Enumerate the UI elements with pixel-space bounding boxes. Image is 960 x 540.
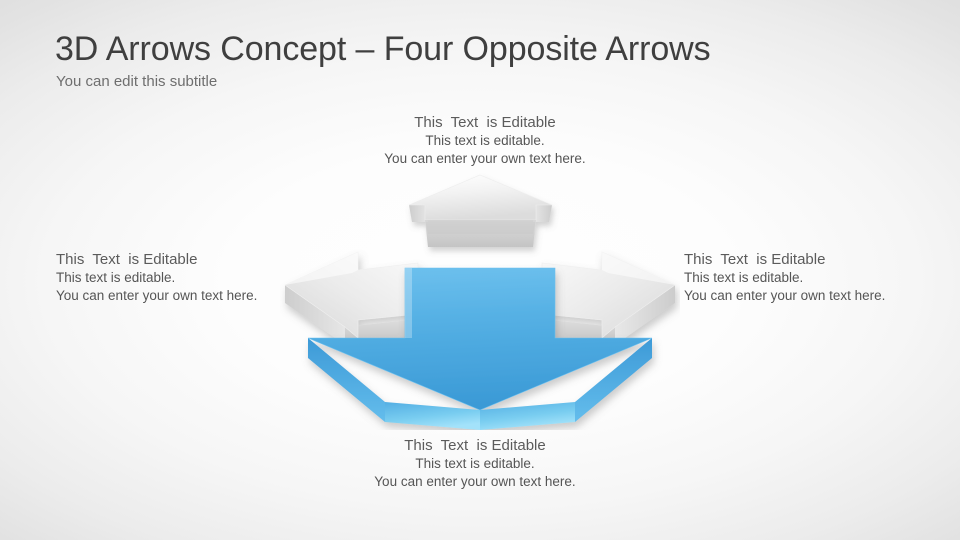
callout-bottom-line2: You can enter your own text here.: [374, 474, 576, 489]
callout-left-line2: You can enter your own text here.: [56, 288, 258, 303]
arrow-up[interactable]: [408, 174, 553, 247]
four-arrows-diagram: [280, 160, 680, 430]
callout-bottom: This Text is Editable This text is edita…: [320, 436, 630, 491]
callout-top-line1: This text is editable.: [425, 133, 545, 148]
callout-left-heading: This Text is Editable: [56, 251, 198, 268]
arrow-right[interactable]: [541, 251, 676, 345]
callout-top-heading: This Text is Editable: [414, 114, 556, 131]
callout-right-heading: This Text is Editable: [684, 251, 826, 268]
callout-left: This Text is Editable This text is edita…: [56, 250, 306, 305]
callout-right-line2: You can enter your own text here.: [684, 288, 886, 303]
callout-top-line2: You can enter your own text here.: [384, 151, 586, 166]
callout-right-line1: This text is editable.: [684, 270, 804, 285]
arrow-down[interactable]: [307, 267, 653, 430]
callout-left-line1: This text is editable.: [56, 270, 176, 285]
page-subtitle: You can edit this subtitle: [56, 73, 218, 90]
callout-right: This Text is Editable This text is edita…: [684, 250, 934, 305]
callout-bottom-line1: This text is editable.: [415, 456, 535, 471]
page-title: 3D Arrows Concept – Four Opposite Arrows: [55, 30, 711, 68]
callout-bottom-heading: This Text is Editable: [404, 437, 546, 454]
callout-top: This Text is Editable This text is edita…: [330, 113, 640, 168]
